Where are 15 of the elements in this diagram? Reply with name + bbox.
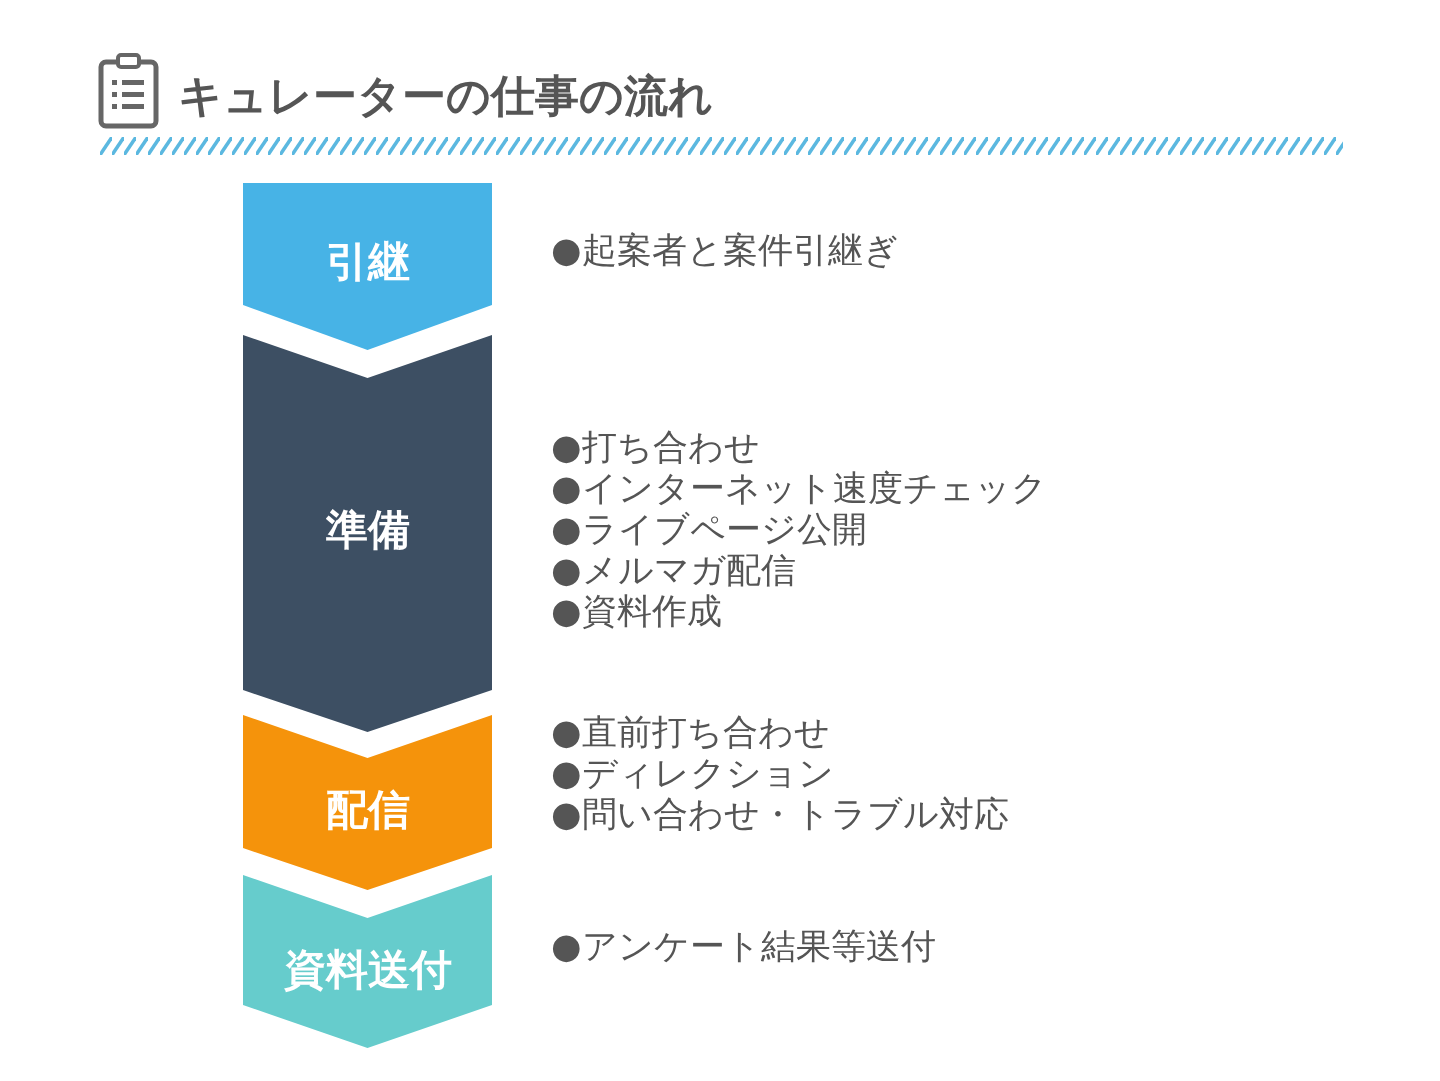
bullet-item: ●メルマガ配信 xyxy=(551,550,796,591)
bullet-item: ●アンケート結果等送付 xyxy=(551,926,936,967)
step-label: 配信 xyxy=(325,785,410,835)
step-label: 引継 xyxy=(325,237,410,287)
bullet-item: ●ライブページ公開 xyxy=(551,509,867,550)
step-label: 準備 xyxy=(325,505,410,555)
title: キュレーターの仕事の流れ xyxy=(178,69,713,123)
step-label: 資料送付 xyxy=(283,945,452,995)
bullet-item: ●直前打ち合わせ xyxy=(551,712,830,753)
bullet-item: ●起案者と案件引継ぎ xyxy=(551,230,899,271)
bullet-item: ●問い合わせ・トラブル対応 xyxy=(551,794,1009,835)
bullet-item: ●ディレクション xyxy=(551,753,834,794)
bullet-item: ●資料作成 xyxy=(551,591,722,632)
bullet-item: ●インターネット速度チェック xyxy=(551,468,1047,509)
bullet-item: ●打ち合わせ xyxy=(551,427,760,468)
